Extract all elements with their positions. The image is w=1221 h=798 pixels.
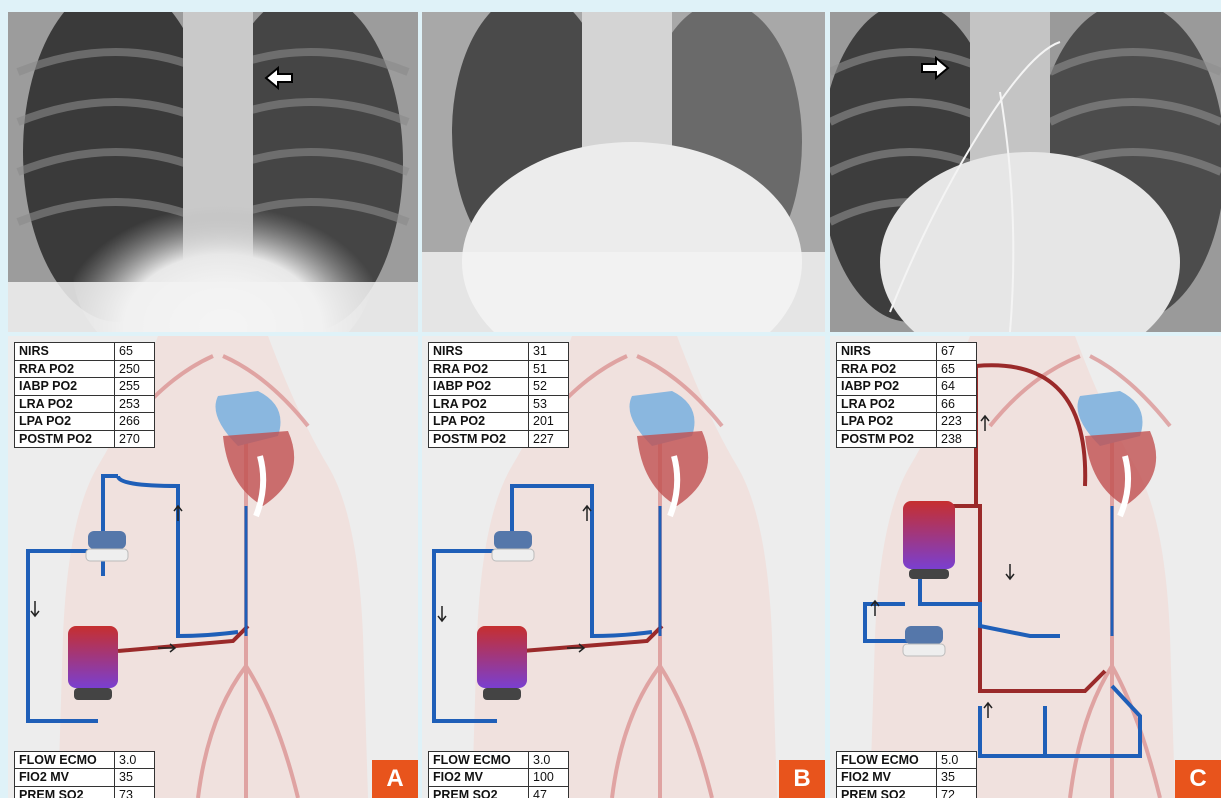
ecmo-pump-icon — [903, 626, 945, 656]
panel-label-badge: B — [779, 760, 825, 798]
panel-label-badge: C — [1175, 760, 1221, 798]
xray-panel-c — [830, 12, 1221, 332]
ecmo-pump-icon — [492, 531, 534, 561]
oxygenator-icon — [68, 626, 118, 700]
chest-xray-image — [8, 12, 418, 332]
xray-panel-b — [422, 12, 825, 332]
ecmo-pump-icon — [86, 531, 128, 561]
oxygenator-icon — [477, 626, 527, 700]
xray-panel-a — [8, 12, 418, 332]
panel-label-badge: A — [372, 760, 418, 798]
chest-xray-image — [422, 12, 825, 332]
oxygenator-icon — [903, 501, 955, 579]
chest-xray-image — [830, 12, 1221, 332]
